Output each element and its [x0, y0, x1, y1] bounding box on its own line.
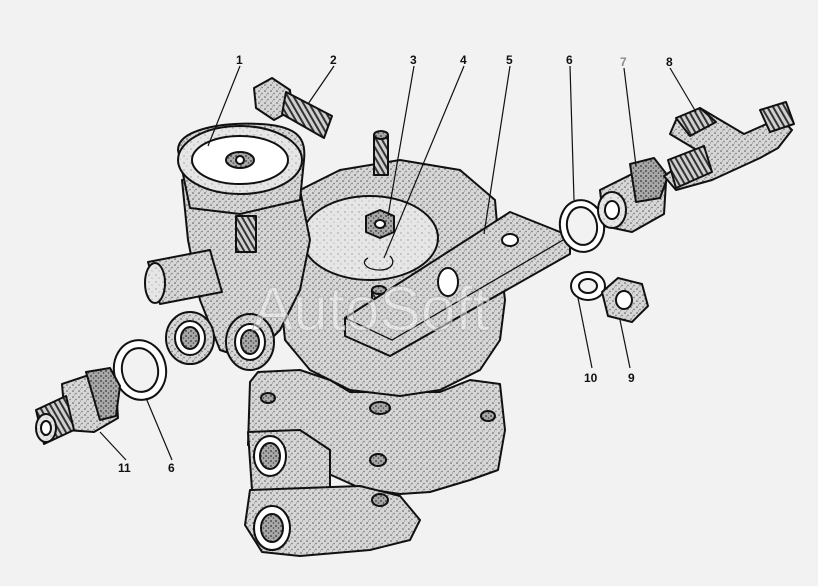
sealing-ring-right [558, 199, 606, 253]
union-fitting [597, 157, 669, 233]
callout-3: 3 [410, 53, 417, 67]
callout-6-right: 6 [566, 53, 573, 67]
callout-9: 9 [628, 371, 635, 385]
sealing-ring-left [112, 339, 168, 401]
callout-4: 4 [460, 53, 467, 67]
lower-valve-body [244, 369, 506, 557]
bolt [253, 77, 333, 139]
hex-nut [601, 277, 649, 323]
main-valve-housing [279, 130, 506, 397]
watermark: AutoSoft [252, 275, 490, 344]
callout-6-left: 6 [168, 461, 175, 475]
callout-7: 7 [620, 55, 627, 69]
callout-labels: 1 2 3 4 5 6 7 8 9 10 11 6 [118, 53, 673, 475]
callout-8: 8 [666, 55, 673, 69]
mounting-bracket [344, 211, 571, 357]
callout-10: 10 [584, 371, 598, 385]
spring-washer [570, 271, 606, 301]
callout-1: 1 [236, 53, 243, 67]
callout-2: 2 [330, 53, 337, 67]
callout-5: 5 [506, 53, 513, 67]
connector-fitting [35, 367, 121, 445]
left-manifold [144, 122, 311, 371]
leader-lines [99, 65, 697, 461]
callout-11: 11 [118, 461, 131, 475]
tee-fitting [663, 101, 795, 191]
